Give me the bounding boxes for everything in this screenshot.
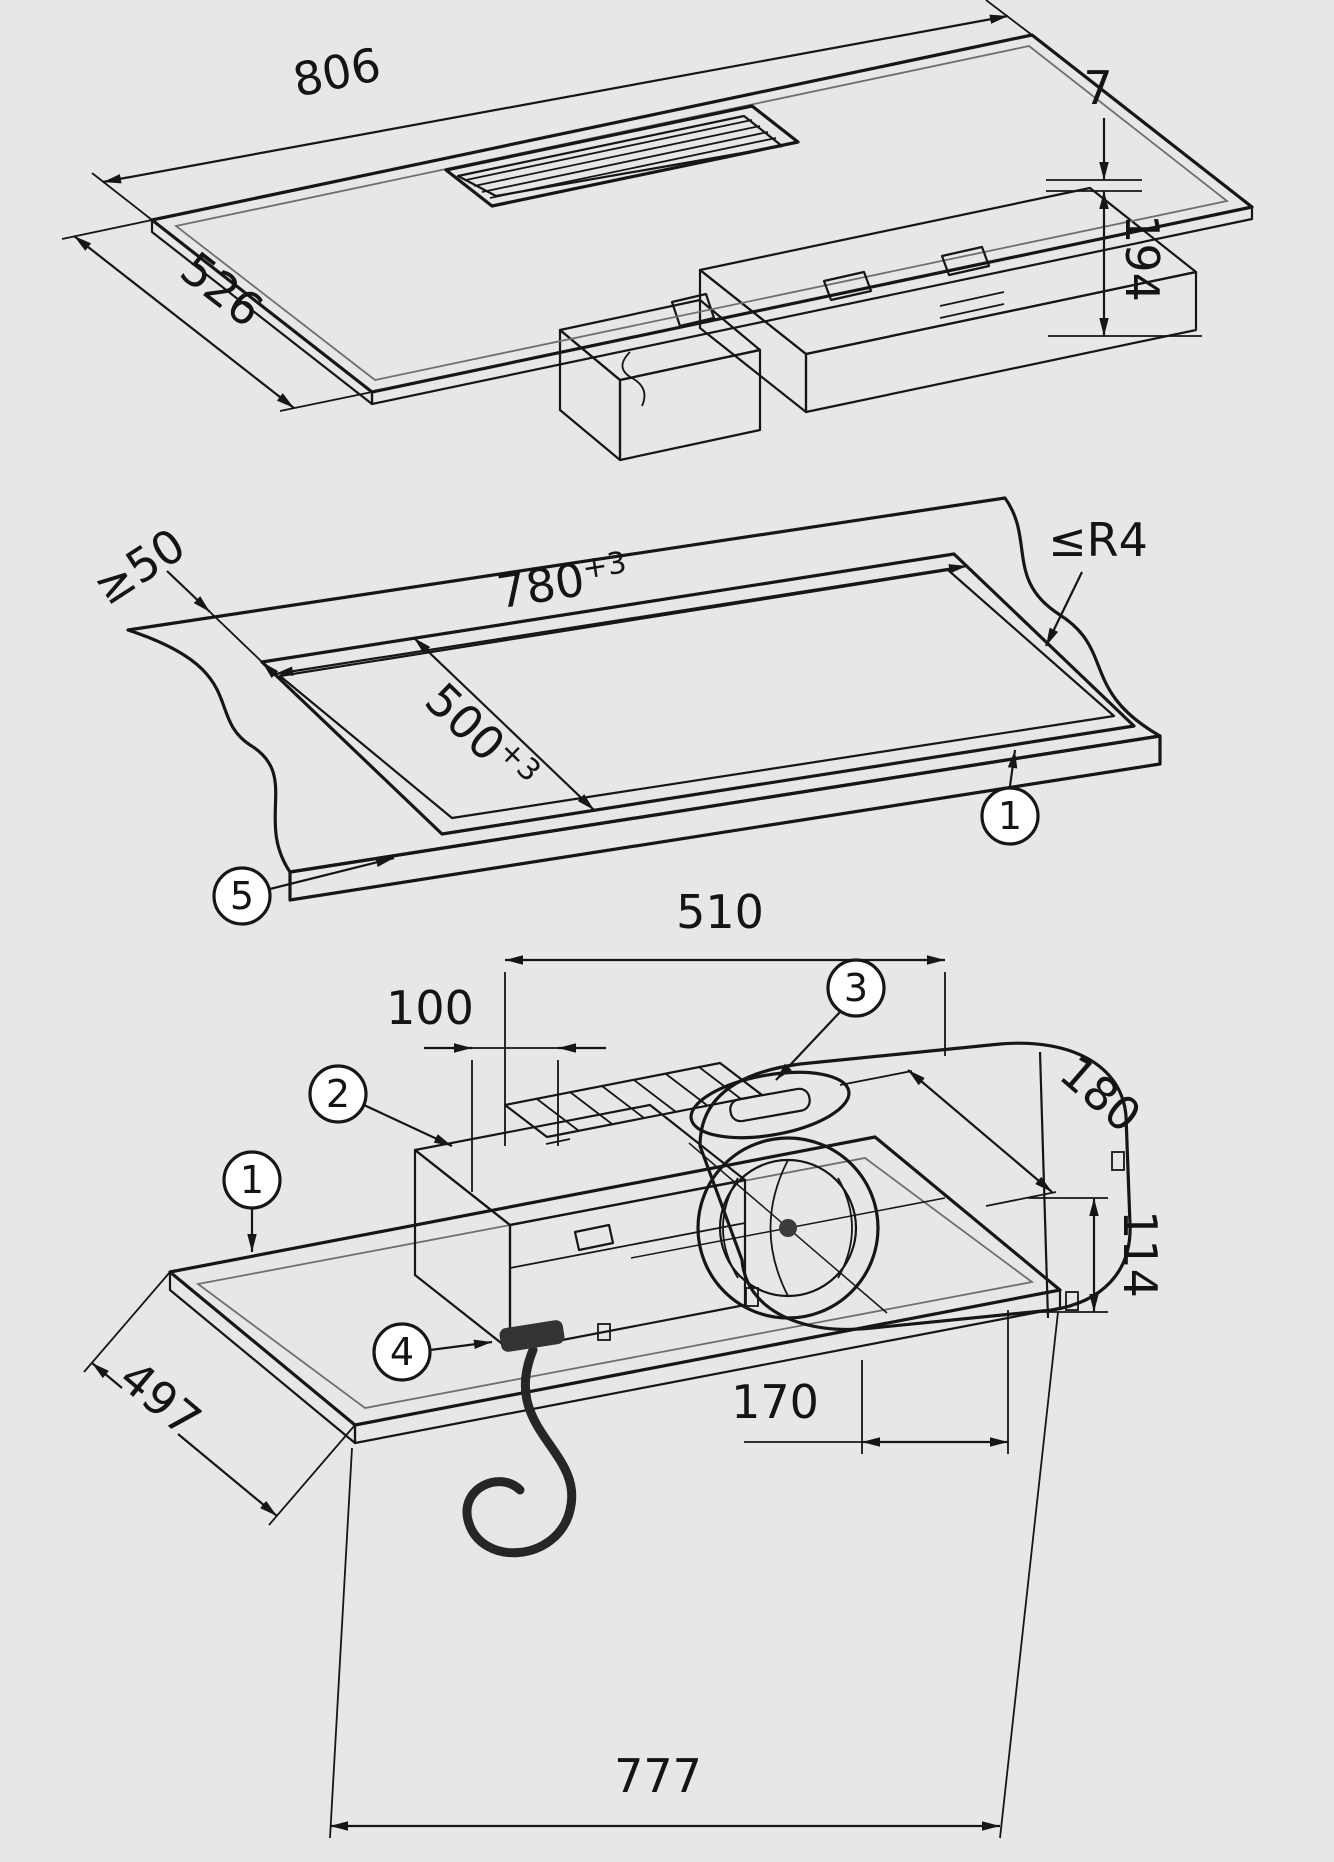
callout-4-number: 4 <box>390 1330 414 1374</box>
callout-5-number: 5 <box>230 874 254 918</box>
callout-5-leader <box>269 856 395 891</box>
callout-air-outlet: 3 <box>775 958 886 1081</box>
callout-2-number: 2 <box>326 1072 350 1116</box>
callout-3-circle <box>826 958 886 1018</box>
fan-inlet-ring <box>696 1136 880 1320</box>
mounting-bracket-right <box>940 245 991 277</box>
fan-hub <box>779 1219 797 1237</box>
connector-block <box>670 292 716 328</box>
dim-497-line-a <box>91 1362 123 1389</box>
clip-4 <box>597 1323 611 1341</box>
dim-510-label: 510 <box>676 885 764 939</box>
dim-780-tolerance: +3 <box>580 545 629 586</box>
dim-510: 510 <box>504 885 946 1146</box>
dim-497-line-b <box>177 1433 278 1517</box>
dim-100-label: 100 <box>386 981 474 1035</box>
air-outlet <box>689 1070 851 1140</box>
dim-7-ticks <box>1046 179 1142 192</box>
dim-806: 806 <box>91 0 1033 221</box>
dim-806-line <box>102 14 1009 184</box>
callout-1-number: 1 <box>998 794 1022 838</box>
dim-100-extensions <box>471 1060 571 1192</box>
callout-seal: 5 <box>212 856 395 926</box>
dim-194-label: 194 <box>1115 214 1169 302</box>
cable <box>462 1345 577 1558</box>
dim-corner-radius: ≤R4 <box>1045 513 1148 647</box>
dim-780-line <box>274 564 968 676</box>
housing-left-face <box>698 268 808 414</box>
filter-box-seam <box>509 1222 746 1269</box>
wiring-detail <box>621 351 646 407</box>
dim-510-extensions <box>504 972 946 1146</box>
fan-body <box>698 1041 1132 1331</box>
dim-777-label: 777 <box>614 1749 702 1803</box>
callout-1-leader <box>1007 749 1018 787</box>
callout-1b-circle <box>222 1150 282 1210</box>
callout-3-number: 3 <box>844 966 868 1010</box>
dim-777: 777 <box>329 1311 1059 1839</box>
callout-2-leader <box>363 1104 453 1147</box>
callout-filter-box: 2 <box>308 1064 453 1147</box>
filter-box <box>413 1103 747 1352</box>
mains-cable <box>462 1320 577 1558</box>
hob-housing <box>558 186 1198 462</box>
callout-mains-cable: 4 <box>372 1322 493 1382</box>
air-outlet-ring <box>689 1070 851 1140</box>
callout-5-circle <box>212 866 272 926</box>
dim-500-line <box>413 637 595 811</box>
dim-7-label: 7 <box>1083 61 1112 115</box>
base-top-face <box>168 1135 1062 1427</box>
clip-1 <box>745 1287 759 1307</box>
dim-497-extensions <box>83 1271 356 1526</box>
plug <box>499 1320 565 1352</box>
clip-2 <box>1065 1291 1079 1311</box>
dim-194: 194 <box>1048 191 1202 337</box>
callout-3-leader <box>775 1011 841 1081</box>
duct-box-left <box>558 328 622 462</box>
worktop-top-face <box>126 496 1162 874</box>
dim-50-arrow-b <box>261 661 299 698</box>
callout-4-leader <box>429 1339 493 1352</box>
clip-3 <box>1111 1151 1125 1171</box>
dim-50-arrow-a <box>166 570 211 613</box>
radius-leader <box>1045 571 1083 647</box>
callout-4-circle <box>372 1322 432 1382</box>
filter-box-latch <box>573 1223 615 1252</box>
callout-2-circle <box>308 1064 368 1124</box>
dim-806-extensions <box>91 0 1033 221</box>
top-view: 806 526 7 194 <box>61 0 1254 462</box>
callout-worktop: 1 <box>980 749 1040 846</box>
dim-170: 170 <box>731 1310 1009 1454</box>
dim-180-line <box>907 1069 1053 1193</box>
dim-526-line <box>73 235 295 409</box>
dim-7: 7 <box>1046 61 1142 192</box>
mounting-bracket-left <box>822 270 873 302</box>
callout-1-circle <box>980 786 1040 846</box>
fan-blades <box>722 1159 853 1297</box>
callout-1b-number: 1 <box>240 1158 264 1202</box>
dim-100: 100 <box>386 981 606 1192</box>
dim-777-extensions <box>329 1311 1059 1839</box>
radius-label: ≤R4 <box>1048 513 1148 567</box>
dim-526-extensions <box>61 219 373 412</box>
dim-114: 114 <box>1028 1197 1167 1313</box>
dim-50-span <box>209 611 263 663</box>
vent-slots <box>939 291 1005 319</box>
callout-base: 1 <box>222 1150 282 1252</box>
dim-114-label: 114 <box>1113 1210 1167 1298</box>
air-outlet-slot <box>729 1087 811 1123</box>
dim-170-label: 170 <box>731 1375 819 1429</box>
dim-180-extensions <box>839 1070 1057 1207</box>
